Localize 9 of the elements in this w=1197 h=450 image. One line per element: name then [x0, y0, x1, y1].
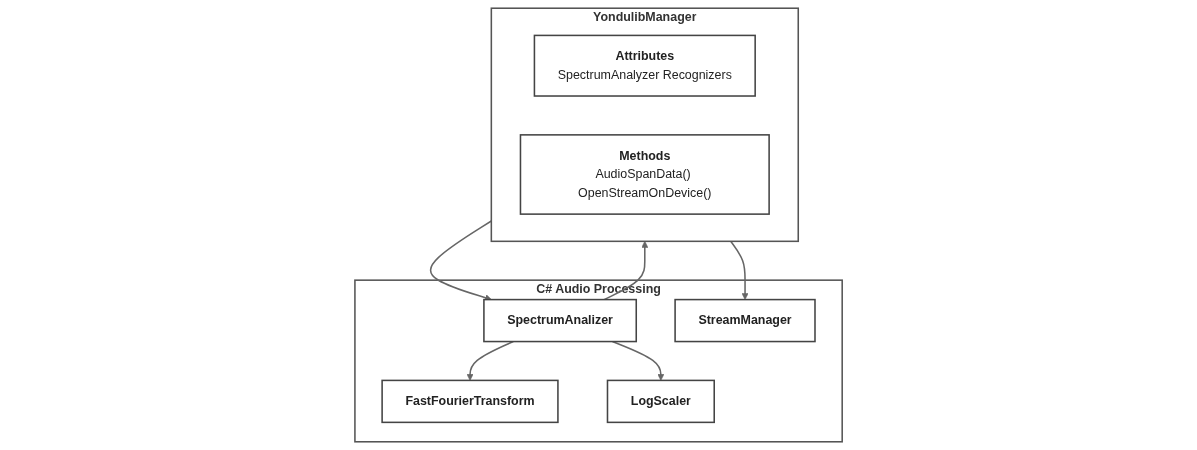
node-box: SpectrumAnalizer	[483, 298, 637, 343]
node-box: LogScaler	[606, 379, 715, 424]
node-box: Attributes SpectrumAnalyzer Recognizers	[533, 34, 756, 97]
arrow	[729, 240, 749, 300]
node-box: StreamManager	[674, 298, 816, 343]
node-box: Methods AudioSpanData() OpenStreamOnDevice()	[519, 134, 770, 215]
arrow	[611, 340, 665, 381]
arrow	[466, 340, 515, 381]
node-box: FastFourierTransform	[381, 379, 559, 424]
